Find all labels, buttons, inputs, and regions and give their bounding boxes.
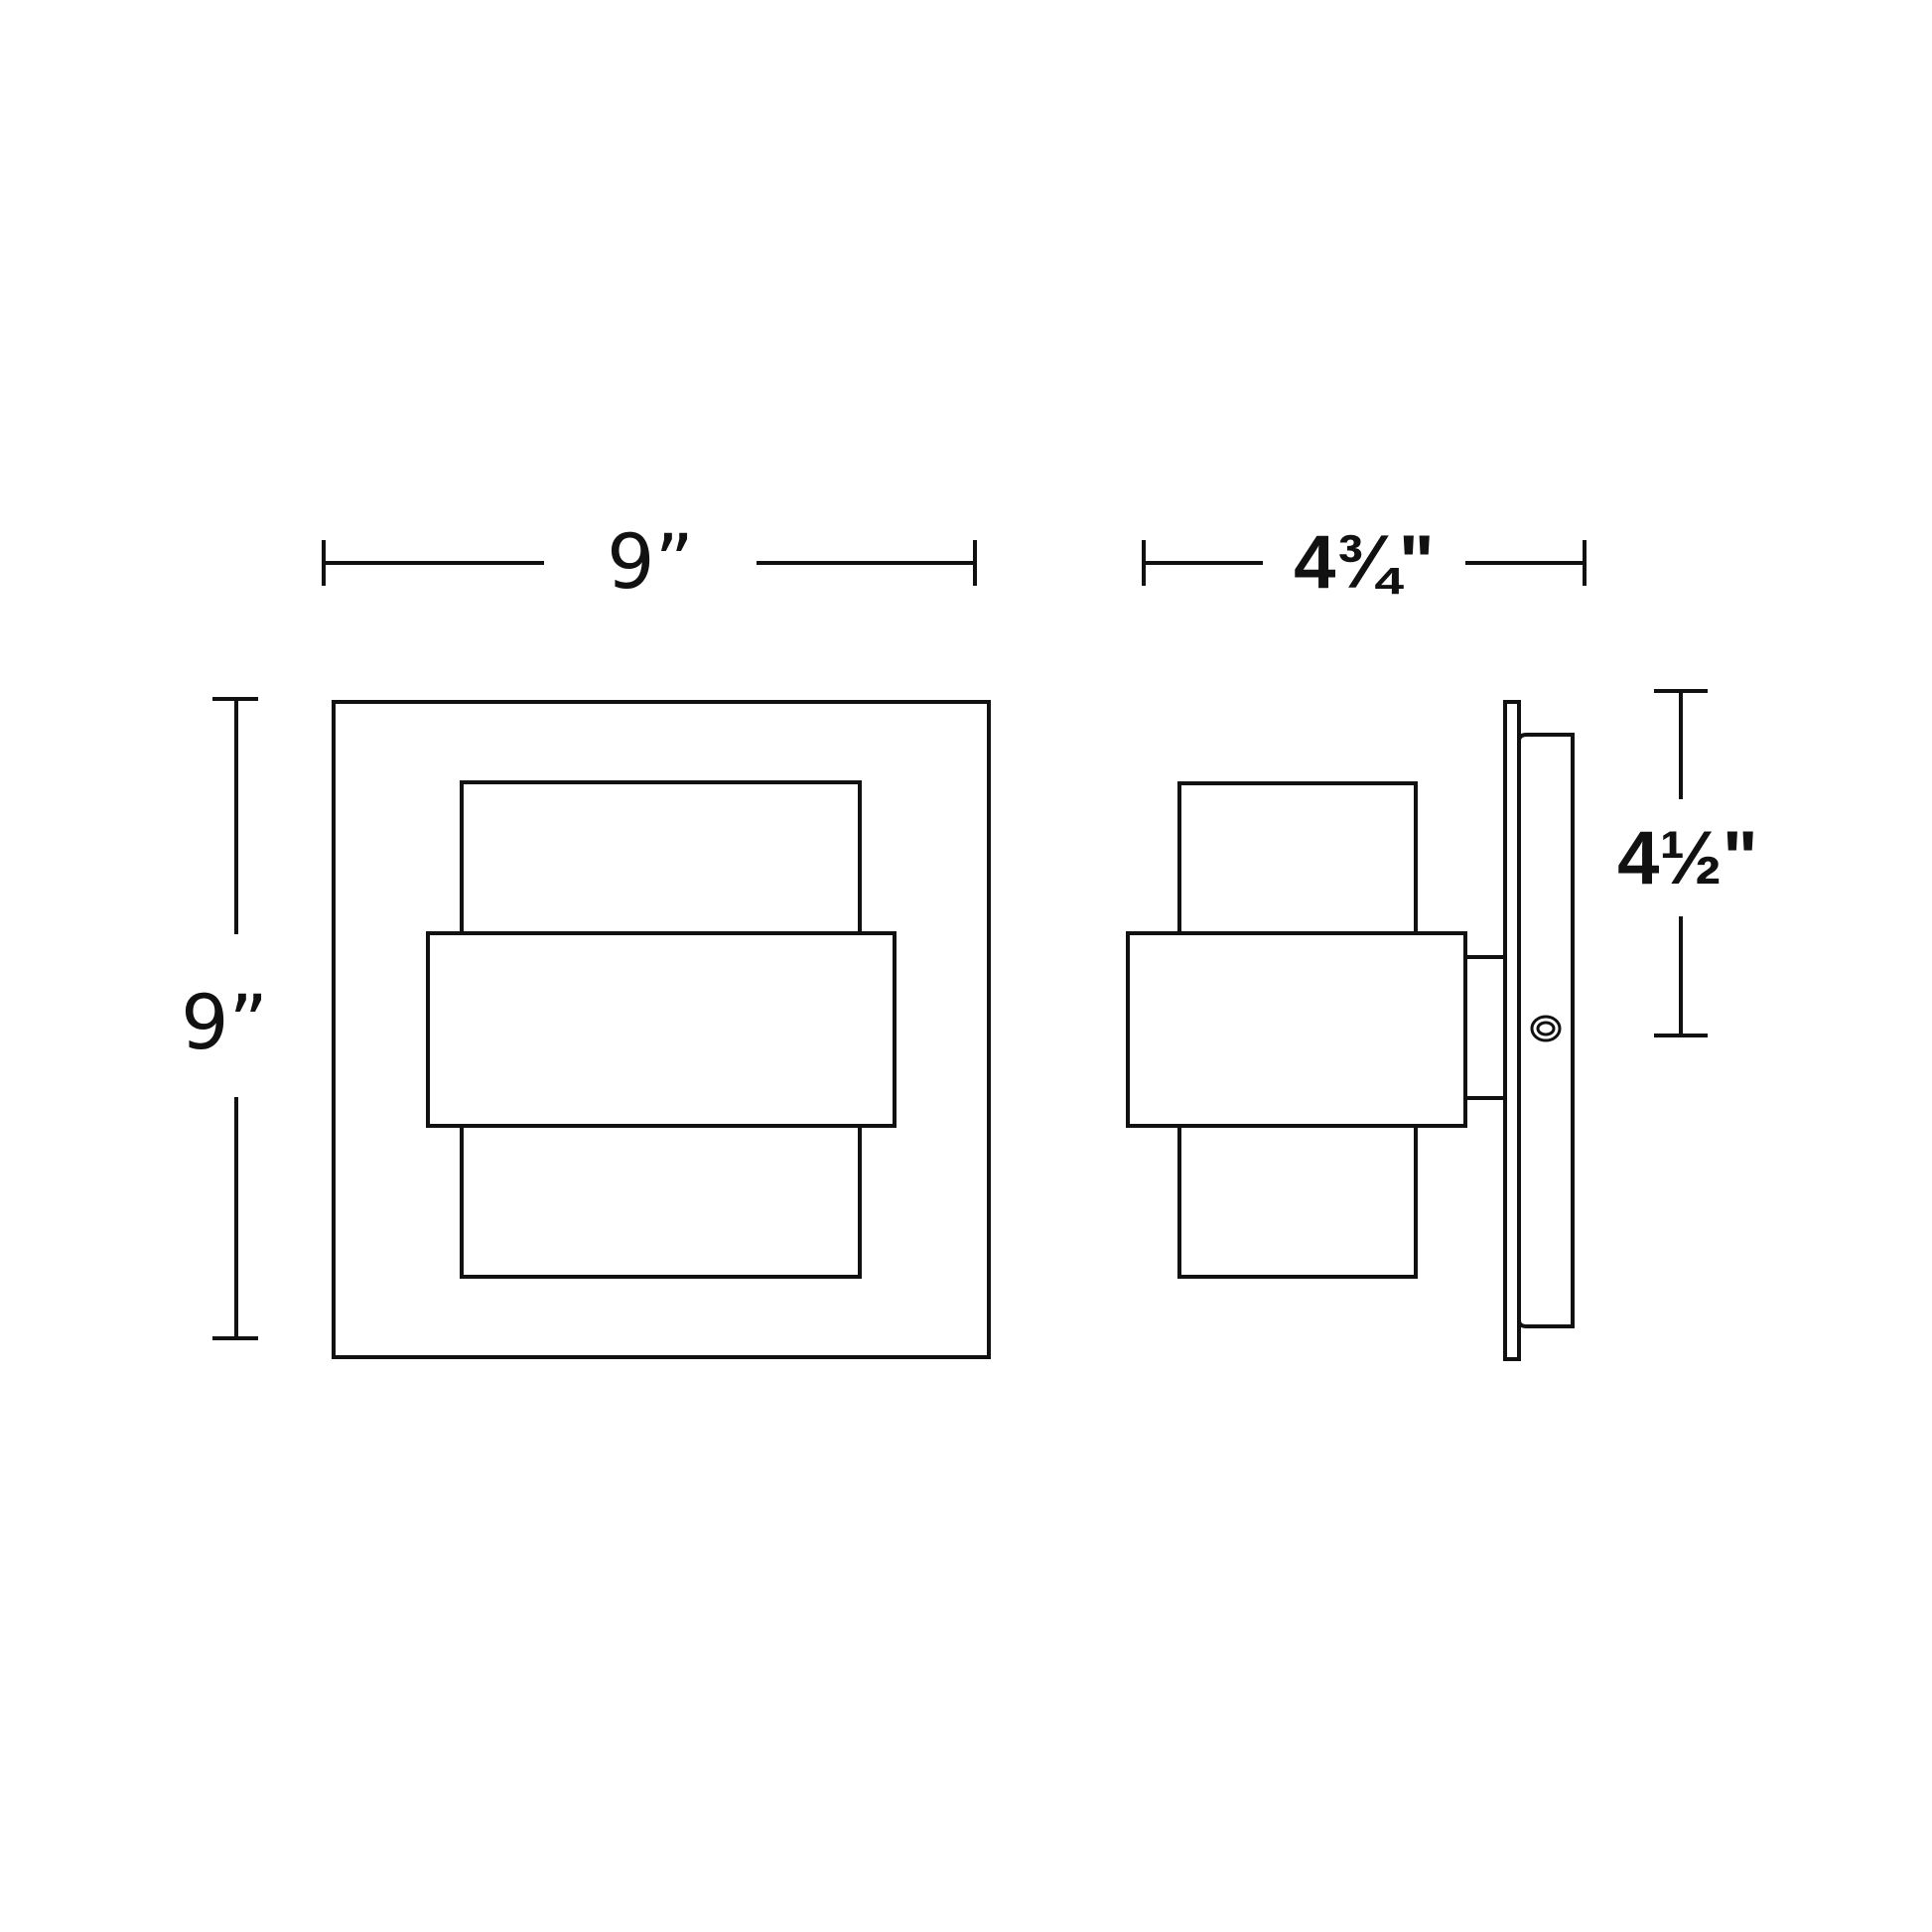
side-arm: [1463, 955, 1507, 1100]
side-depth-label: 4¾": [1294, 520, 1435, 605]
front-upper-shade: [460, 780, 862, 935]
front-height-dimension: 9”: [181, 697, 268, 1340]
side-lower-shade: [1177, 1124, 1418, 1279]
set-screw-icon: [1530, 1015, 1562, 1042]
front-view: [332, 700, 991, 1359]
side-wall-plate: [1503, 700, 1521, 1361]
front-lower-shade: [460, 1124, 862, 1279]
side-upper-shade: [1177, 781, 1418, 935]
backplate-height-label: 4½": [1617, 816, 1758, 900]
backplate-height-dimension: 4½": [1617, 689, 1758, 1037]
front-height-label: 9”: [181, 978, 268, 1066]
front-center-band: [426, 931, 897, 1128]
side-canopy: [1517, 733, 1575, 1328]
side-depth-dimension: 4¾": [1142, 520, 1587, 605]
side-center-band: [1126, 931, 1467, 1128]
front-width-dimension: 9”: [322, 517, 977, 606]
front-width-label: 9”: [607, 517, 694, 606]
side-view: [1126, 700, 1575, 1361]
